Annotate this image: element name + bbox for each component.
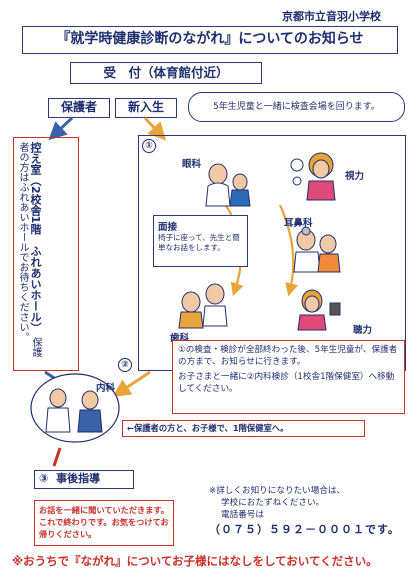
vision-test-illustration [290,152,336,201]
step-1-number: ① [142,139,156,153]
label-eye: 眼科 [182,159,202,170]
aftercare-label: 事後指導 [56,472,101,485]
guardian-tag: 保護者 [48,98,110,118]
label-ent: 耳鼻科 [284,218,313,229]
arrow-to-waiting-room [48,116,74,141]
step-2-number: ② [118,358,132,372]
ent-exam-illustration [293,226,341,273]
notice-line-2: お子さまと一緒に②内科検診（1校舎1階保健室）へ移動してください。 [178,372,395,394]
footer-note: ※おうちで『ながれ』についてお子様にはなしをしておいてください。 [12,554,378,568]
notice-line-1: ①の検査・検診が全部終わった後、5年生児童が、保護者の方まで、お知らせに行きます… [178,345,398,367]
arrow-to-exam [143,116,167,141]
waiting-room-body: 保護者の方はふれあいホールでお待ちください。 [17,142,41,358]
label-naika: 内科 [96,383,116,394]
step-3-number: ③ [39,472,49,485]
arrow-naika-to-guidance [52,447,62,467]
guardian-instruction: ←保護者の方と、お子様で、1階保健室へ。 [122,420,365,437]
hearing-test-illustration [297,289,341,331]
school-name: 京都市立音羽小学校 [282,10,381,23]
interview-heading: 面接 [158,222,178,233]
dental-exam-illustration [178,283,228,329]
notice-box: ①の検査・検診が全部終わった後、5年生児童が、保護者の方まで、お知らせに行きます… [172,340,405,414]
label-vision: 視力 [345,171,365,182]
aftercare-box: ③ 事後指導 [34,470,134,489]
page-title: 『就学時健康診断のながれ』についてのお知らせ [22,26,398,54]
contact-line-3: 電話番号は [221,510,264,520]
eye-exam-illustration [205,163,251,207]
waiting-room-heading: 控え室（2校舎1階 ふれあいホール） [29,142,42,334]
phone-number: （０７５）５９２－０００１です。 [209,523,400,536]
aftercare-note: お話を一緒に聞いていただきます。これで終わりです。お気をつけてお帰りください。 [34,500,174,546]
arrow-exam-to-naika [112,370,151,397]
contact-line-1: ※詳しくお知りになりたい場合は、 [209,486,346,496]
interview-text: 椅子に座って、先生と簡単なお話をします。 [158,233,240,252]
speech-bubble: 5年生児童と一緒に検査会場を回ります。 [188,92,405,122]
label-hearing: 聴力 [353,325,373,336]
internal-medicine-illustration [30,373,120,443]
waiting-room-text: 控え室（2校舎1階 ふれあいホール） 保護者の方はふれあいホールでお待ちください… [16,142,42,364]
new-student-tag: 新入生 [115,98,177,118]
interview-box: 面接 椅子に座って、先生と簡単なお話をします。 [153,215,248,267]
label-dental: 歯科 [170,333,190,344]
contact-line-2: 学校におたずねください。 [221,498,325,508]
reception-box: 受 付（体育館付近） [70,62,262,84]
waiting-room-box: 控え室（2校舎1階 ふれあいホール） 保護者の方はふれあいホールでお待ちください… [13,137,79,371]
contact-info: ※詳しくお知りになりたい場合は、 学校におたずねください。 電話番号は （０７５… [209,485,409,536]
